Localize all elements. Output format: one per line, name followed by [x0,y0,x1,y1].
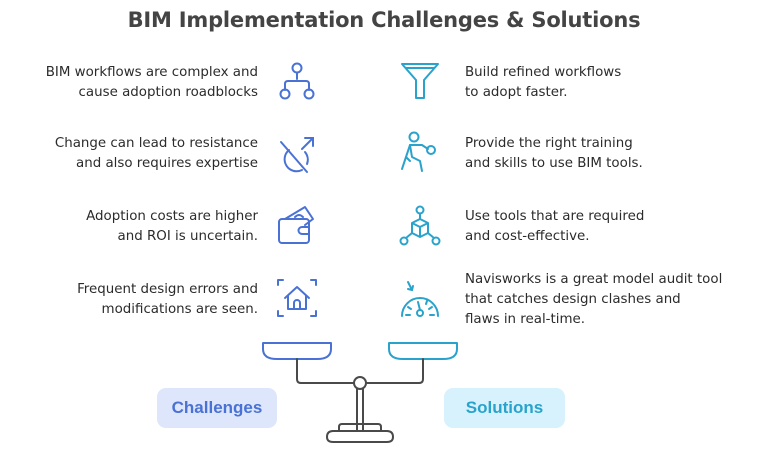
solution-item-workflows: Build refined workflows to adopt faster. [465,63,765,103]
challenge-text-line: BIM workflows are complex and [45,65,258,80]
right-pan [388,342,458,360]
challenge-item-resistance: Change can lead to resistance and also r… [0,134,258,174]
challenge-text-line: Frequent design errors and [77,282,258,297]
left-pan [262,342,332,360]
challenge-text-line: Change can lead to resistance [54,136,258,151]
solution-text-line: Build refined workflows [465,65,622,80]
solution-item-navisworks: Navisworks is a great model audit tool t… [465,270,765,330]
training-person-icon [398,131,442,175]
challenge-item-design-errors: Frequent design errors and modifications… [0,280,258,320]
cube-network-icon [398,205,442,249]
challenge-item-costs: Adoption costs are higher and ROI is unc… [0,207,258,247]
solution-text-line: and skills to use BIM tools. [465,156,643,171]
solution-text-line: to adopt faster. [465,85,568,100]
challenge-text-line: Adoption costs are higher [86,209,258,224]
challenge-text-line: modifications are seen. [101,302,258,317]
challenge-item-workflows: BIM workflows are complex and cause adop… [0,63,258,103]
solutions-label-badge: Solutions [444,388,565,428]
challenges-label-badge: Challenges [157,388,277,428]
challenge-text-line: and also requires expertise [76,156,258,171]
solution-text-line: Navisworks is a great model audit tool [465,272,723,287]
balance-scale-illustration [255,335,465,450]
page-title: BIM Implementation Challenges & Solution… [127,8,641,32]
solution-text-line: flaws in real-time. [465,312,586,327]
speedometer-icon [398,280,442,324]
house-scan-icon [275,276,319,320]
solution-text-line: Provide the right training [465,136,633,151]
challenge-text-line: and ROI is uncertain. [117,229,258,244]
challenges-label: Challenges [171,398,263,417]
wallet-money-icon [275,203,319,247]
solution-text-line: Use tools that are required [465,209,645,224]
solution-item-training: Provide the right training and skills to… [465,134,765,174]
funnel-icon [398,58,442,102]
solution-text-line: and cost-effective. [465,229,590,244]
solution-item-tools: Use tools that are required and cost-eff… [465,207,765,247]
workflow-branch-icon [275,60,319,104]
challenge-text-line: cause adoption roadblocks [78,85,258,100]
solution-text-line: that catches design clashes and [465,292,681,307]
resistance-arrow-icon [275,132,319,176]
solutions-label: Solutions [465,398,544,417]
